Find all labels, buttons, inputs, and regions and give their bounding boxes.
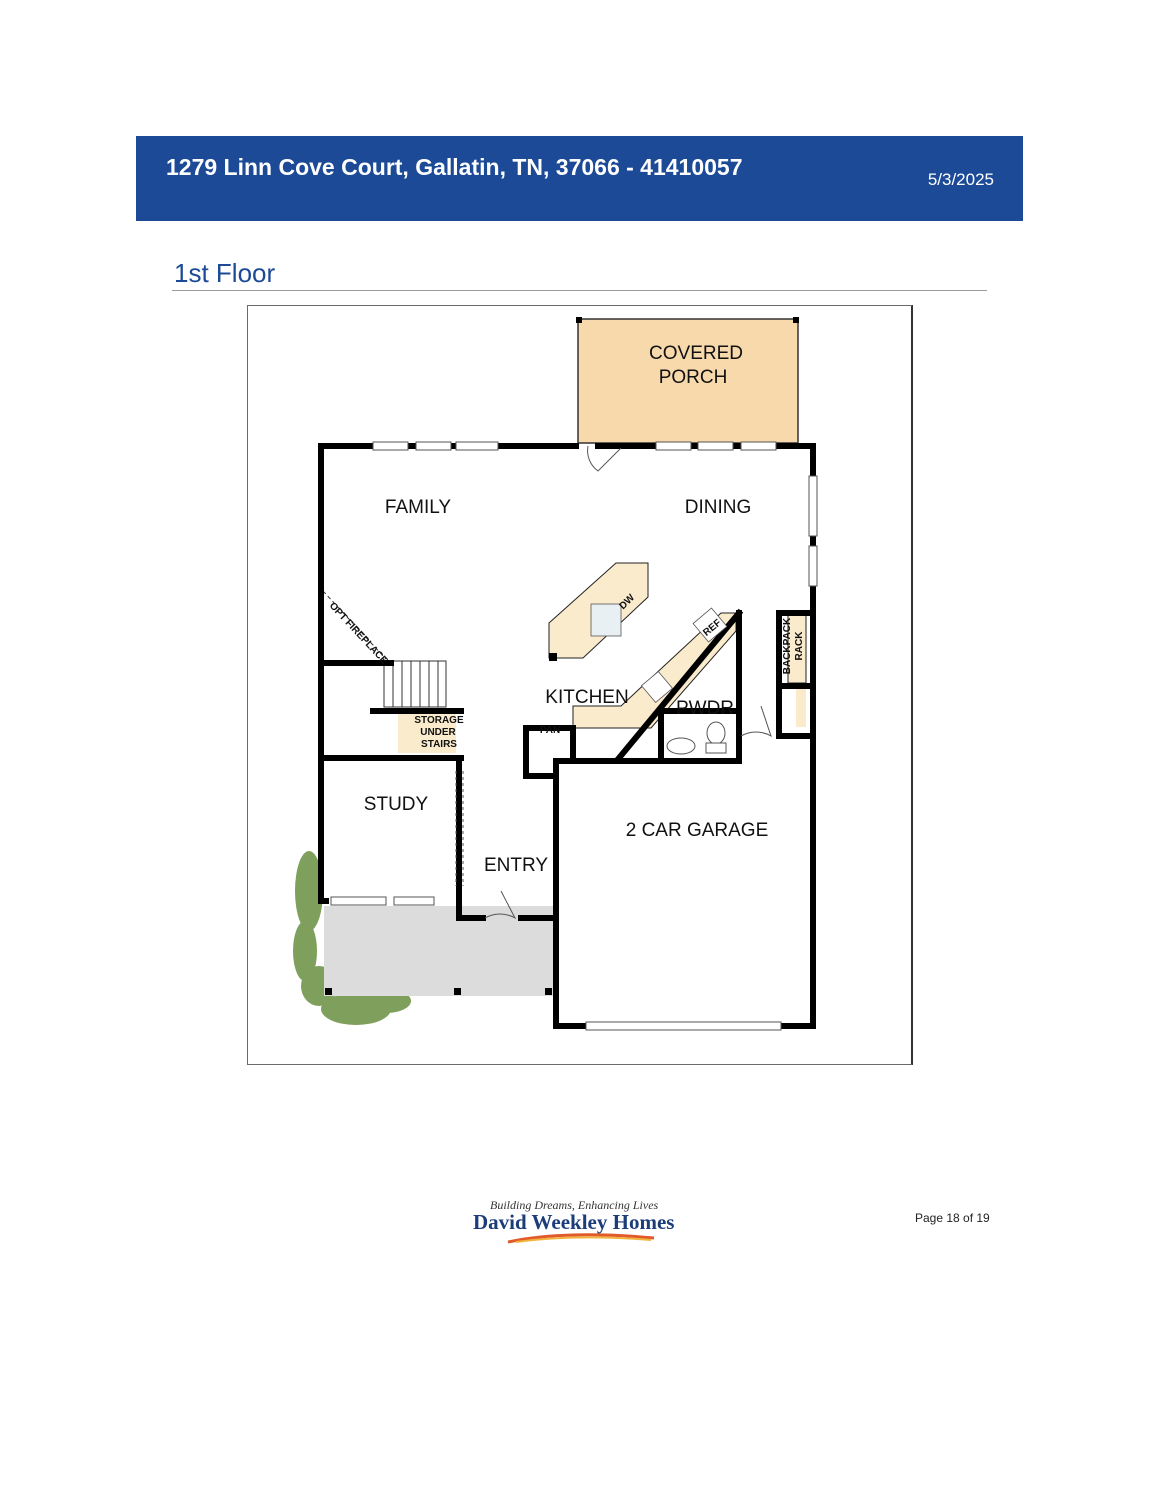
- header-bar: 1279 Linn Cove Court, Gallatin, TN, 3706…: [136, 136, 1023, 221]
- floorplan-frame: COVERED PORCH FAMILY DINING KITCHEN PWDR…: [247, 305, 913, 1065]
- label-storage-line1: STORAGE: [414, 715, 464, 726]
- floorplan-drawing: COVERED PORCH FAMILY DINING KITCHEN PWDR…: [293, 317, 818, 1031]
- label-backpack-line1: BACKPACK: [782, 617, 793, 674]
- label-backpack-line2: RACK: [794, 631, 805, 661]
- label-kitchen: KITCHEN: [545, 687, 628, 708]
- label-pwdr: PWDR: [676, 698, 734, 719]
- storage-under-stairs: [398, 713, 456, 753]
- logo-wordmark: David Weekley Homes: [473, 1210, 675, 1234]
- label-covered-porch-line2: PORCH: [659, 367, 728, 388]
- logo-tagline: Building Dreams, Enhancing Lives: [490, 1198, 659, 1212]
- company-logo: Building Dreams, Enhancing Lives David W…: [470, 1196, 690, 1248]
- windows: [330, 441, 818, 1031]
- label-entry: ENTRY: [484, 855, 548, 876]
- front-patio: [324, 906, 554, 996]
- covered-porch: [577, 318, 799, 444]
- label-storage-line2: UNDER: [420, 727, 456, 738]
- section-divider: [172, 290, 987, 291]
- doors: [455, 445, 772, 920]
- label-garage: 2 CAR GARAGE: [626, 820, 769, 841]
- label-pan: PAN: [540, 725, 560, 736]
- label-family: FAMILY: [385, 497, 451, 518]
- label-dining: DINING: [685, 497, 752, 518]
- label-storage-line3: STAIRS: [421, 739, 457, 750]
- shrubs: [293, 851, 411, 1025]
- page-number: Page 18 of 19: [915, 1211, 990, 1225]
- section-title: 1st Floor: [174, 258, 276, 288]
- label-opt-fireplace: OPT FIREPLACE: [327, 601, 390, 667]
- stairs: [383, 660, 447, 708]
- label-study: STUDY: [364, 794, 429, 815]
- label-covered-porch-line1: COVERED: [649, 343, 743, 364]
- logo-swoosh-icon: [507, 1233, 655, 1244]
- report-date: 5/3/2025: [927, 170, 994, 189]
- property-address: 1279 Linn Cove Court, Gallatin, TN, 3706…: [166, 154, 743, 180]
